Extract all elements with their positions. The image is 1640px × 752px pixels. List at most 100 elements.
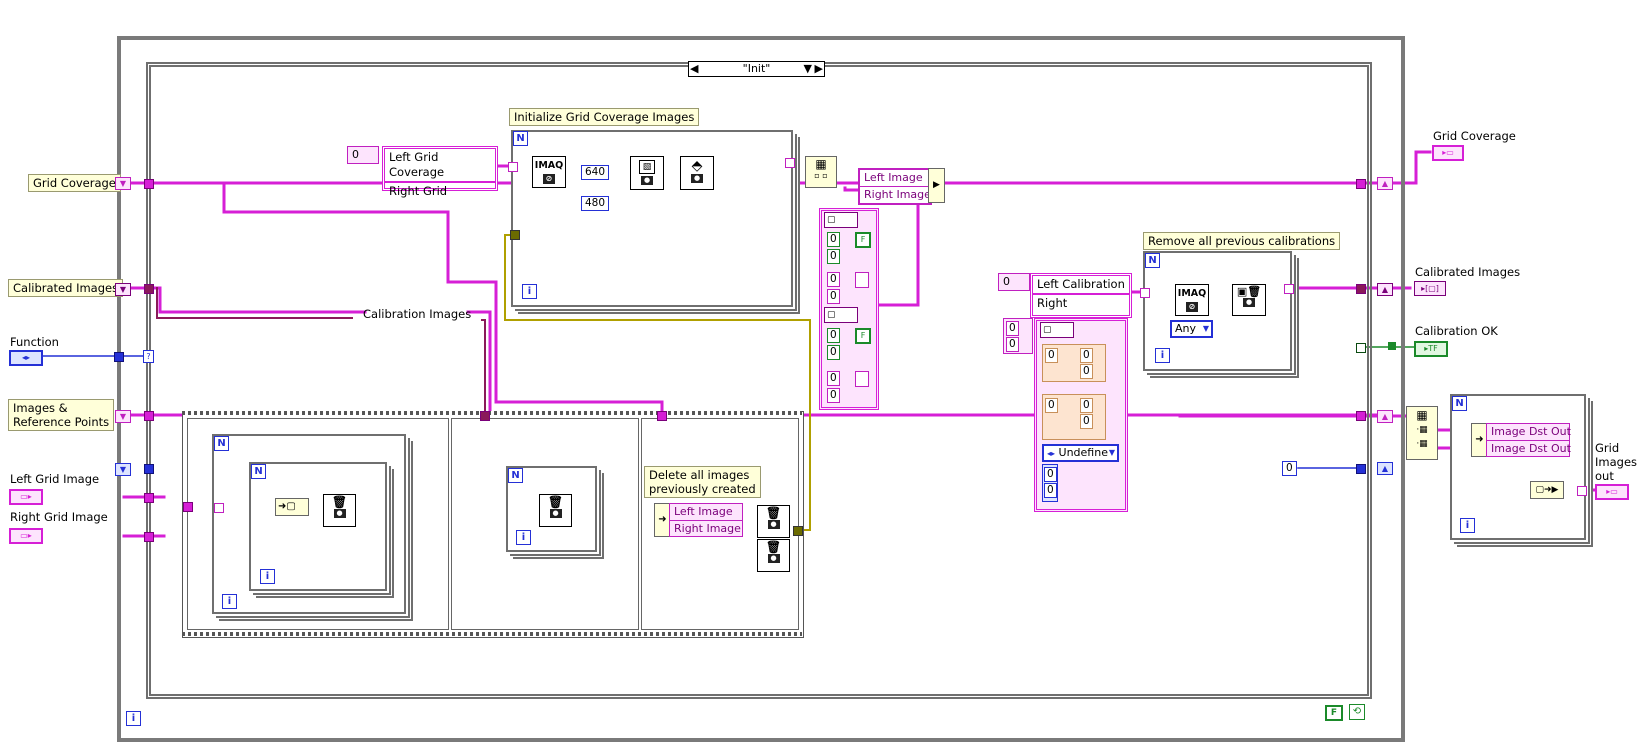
tunnel-right-grid xyxy=(144,532,154,542)
undefine-selector[interactable]: ◂▸ Undefine ▼ xyxy=(1042,444,1119,462)
case-dropdown-arrow[interactable]: ▼ xyxy=(803,62,812,75)
outer-while-loop xyxy=(117,36,1405,742)
dispose-calibration-icon: ▣🗑 xyxy=(1236,285,1262,298)
remove-calib-imaq-vi[interactable]: IMAQ ⊘ xyxy=(1175,284,1209,316)
any-selector[interactable]: Any ▼ xyxy=(1170,320,1213,338)
calib-cluster-index-zero-1[interactable]: 0 xyxy=(1006,321,1019,336)
init-grid-comment: Initialize Grid Coverage Images xyxy=(509,108,700,126)
calib-cluster-zero-7[interactable]: 0 xyxy=(1044,467,1057,482)
frame2-trash-icon: 🗑 xyxy=(547,495,564,509)
grid-index-constant[interactable]: 0 xyxy=(347,146,379,164)
grid-images-out-label: Grid Images out xyxy=(1595,441,1638,483)
cluster-zero-8[interactable]: 0 xyxy=(827,388,840,403)
delete-left-image-row: Left Image xyxy=(670,504,742,521)
any-selector-arrow[interactable]: ▼ xyxy=(1202,324,1209,333)
image-dst-out-row-2: Image Dst Out xyxy=(1491,442,1571,455)
index-array-node[interactable]: ▦ ▫ ▫ xyxy=(805,156,837,188)
calib-cluster-zero-8[interactable]: 0 xyxy=(1044,483,1057,498)
cluster-bool-1[interactable]: F xyxy=(855,232,871,248)
dispose-calibration-vi[interactable]: ▣🗑 ● xyxy=(1232,284,1266,316)
delete-unbundle-names[interactable]: Left Image Right Image xyxy=(669,503,743,537)
remove-calib-i: i xyxy=(1155,348,1170,363)
frame1-unbundle-node[interactable]: ➜▢ xyxy=(275,498,309,516)
calibration-ok-tf: TF xyxy=(1428,344,1438,353)
frame3-dispose-vi-1[interactable]: 🗑 ● xyxy=(757,505,790,538)
grid-coverage-out-terminal[interactable]: ▸▭ xyxy=(1432,145,1464,161)
undefine-selector-arrow[interactable]: ▼ xyxy=(1108,448,1115,457)
loop-condition-terminal[interactable]: ⟲ xyxy=(1349,704,1365,720)
calib-names-array[interactable]: Left Calibration Right xyxy=(1030,273,1132,318)
unbundle-left-right-image[interactable]: Left Image Right Image xyxy=(858,168,932,205)
unbundle-right-image-row: Right Image xyxy=(864,188,931,201)
case-prev-arrow[interactable]: ◀ xyxy=(690,62,699,75)
undefine-selector-arrows[interactable]: ◂▸ xyxy=(1047,449,1056,458)
calib-cluster-zero-4[interactable]: 0 xyxy=(1045,398,1058,413)
calib-cluster-icon: ▢ xyxy=(1040,322,1074,338)
undefine-selector-value: Undefine xyxy=(1058,446,1108,459)
case-next-arrow[interactable]: ▶ xyxy=(814,62,823,75)
bundle-node[interactable]: ▶ xyxy=(928,168,945,203)
calib-cluster-zero-2[interactable]: 0 xyxy=(1080,348,1093,363)
imaq-create-vi[interactable]: IMAQ ⊘ xyxy=(532,156,566,188)
numeric-input-terminal[interactable]: ▼ xyxy=(115,463,131,476)
stop-condition-false-constant[interactable]: F xyxy=(1325,705,1343,721)
right-grid-image-terminal[interactable]: ▭▸ xyxy=(9,528,43,544)
calib-cluster-index-zero-2[interactable]: 0 xyxy=(1006,337,1019,352)
height-constant[interactable]: 480 xyxy=(581,196,610,211)
calibration-ok-terminal[interactable]: ▸TF xyxy=(1414,341,1448,357)
frame2-in-tunnel xyxy=(480,411,490,421)
frame1-dispose-vi[interactable]: 🗑 ● xyxy=(323,494,356,527)
calib-cluster-zero-1[interactable]: 0 xyxy=(1045,348,1058,363)
imaq-setimagesize-vi[interactable]: ▧ ● xyxy=(630,156,664,190)
frame3-error-tunnel xyxy=(793,526,803,536)
init-loop-out-tunnel xyxy=(785,158,795,168)
cluster-zero-6[interactable]: 0 xyxy=(827,345,840,360)
calibrated-images-out-terminal[interactable]: ▸[▢] xyxy=(1414,281,1446,296)
cluster-zero-7[interactable]: 0 xyxy=(827,371,840,386)
case-selector-terminal: ? xyxy=(143,350,154,363)
cluster-zero-5[interactable]: 0 xyxy=(827,328,840,343)
right-grid-image-label: Right Grid Image xyxy=(10,510,108,524)
setimagesize-error-icon: ● xyxy=(641,176,653,185)
right-index-array-icon: ▦ xyxy=(1416,408,1428,422)
build-array-node[interactable]: ▢➜▶ xyxy=(1530,481,1564,499)
frame1-trash-icon: 🗑 xyxy=(331,495,348,509)
grid-images-out-terminal[interactable]: ▸▭ xyxy=(1595,484,1629,500)
frame2-dispose-vi[interactable]: 🗑 ● xyxy=(539,494,572,527)
calib-index-constant[interactable]: 0 xyxy=(998,273,1030,291)
calibrated-images-label: Calibrated Images xyxy=(8,279,124,297)
grid-images-i: i xyxy=(1460,518,1475,533)
width-constant[interactable]: 640 xyxy=(581,165,610,180)
calib-cluster-zero-5[interactable]: 0 xyxy=(1080,398,1093,413)
imaq-fill-vi[interactable]: ⬘ ● xyxy=(680,156,714,190)
left-grid-image-terminal[interactable]: ▭▸ xyxy=(9,489,43,505)
right-index-array-node[interactable]: ▦ ⋅▦⋅▦ xyxy=(1406,406,1438,460)
calibrated-images-terminal[interactable]: ▼ xyxy=(115,283,131,296)
frame3-in-tunnel xyxy=(657,411,667,421)
grid-coverage-terminal[interactable]: ▼ xyxy=(115,177,131,190)
calibration-ok-tunnel-square xyxy=(1388,342,1396,350)
cluster-image-1 xyxy=(855,272,869,288)
tunnel-grid-coverage xyxy=(144,179,154,189)
image-dst-out-bundle-arrow[interactable]: ➜ xyxy=(1471,423,1488,457)
frame3-dispose-vi-2[interactable]: 🗑 ● xyxy=(757,539,790,572)
remove-calibrations-comment: Remove all previous calibrations xyxy=(1143,232,1341,250)
calib-cluster-zero-3[interactable]: 0 xyxy=(1080,364,1093,379)
image-dst-out-row-1: Image Dst Out xyxy=(1487,424,1571,441)
images-ref-points-terminal[interactable]: ▼ xyxy=(115,410,131,423)
frame3-trash-icon-1: 🗑 xyxy=(765,506,782,520)
grid-images-for-loop xyxy=(1450,394,1586,540)
case-selector[interactable]: ◀ "Init" ▼ ▶ xyxy=(688,61,825,77)
cluster-zero-2[interactable]: 0 xyxy=(827,249,840,264)
grid-names-array[interactable]: Left Grid Coverage Right Grid xyxy=(382,146,498,198)
cluster-zero-3[interactable]: 0 xyxy=(827,272,840,287)
cluster-zero-4[interactable]: 0 xyxy=(827,289,840,304)
cluster-zero-1[interactable]: 0 xyxy=(827,232,840,247)
cluster-bool-2[interactable]: F xyxy=(855,328,871,344)
calib-cluster-zero-6[interactable]: 0 xyxy=(1080,414,1093,429)
right-tunnel-calibration-ok xyxy=(1356,343,1366,353)
zero-constant[interactable]: 0 xyxy=(1282,461,1297,476)
frame3-error-icon-1: ● xyxy=(767,520,780,529)
image-dst-out-bundle[interactable]: Image Dst Out Image Dst Out xyxy=(1486,423,1571,457)
function-terminal[interactable]: ◂▸ xyxy=(9,350,43,366)
